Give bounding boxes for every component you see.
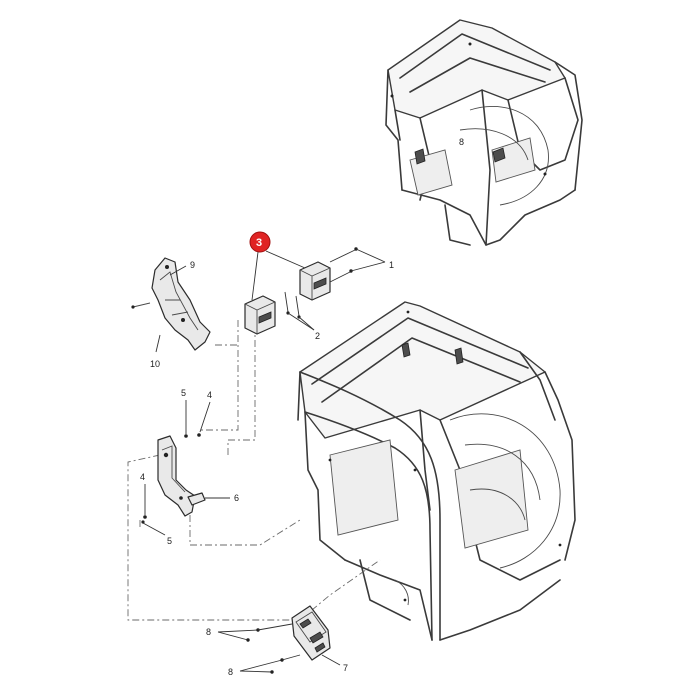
modules-part-3 <box>244 261 331 335</box>
callout-8-overview: 8 <box>459 137 464 147</box>
callout-2: 2 <box>315 331 320 341</box>
callout-4-upper: 4 <box>207 390 212 400</box>
highlight-callout-3: 3 <box>249 231 306 301</box>
callout-8-lower: 8 <box>228 667 233 677</box>
callout-8-upper: 8 <box>206 627 211 637</box>
fasteners-lower-4-5: 4 5 <box>140 472 172 546</box>
callout-6: 6 <box>234 493 239 503</box>
callout-9: 9 <box>190 260 195 270</box>
callout-7: 7 <box>343 663 348 673</box>
fasteners-upper-4-5: 5 4 <box>181 388 212 438</box>
cab-frame-overview: 8 <box>385 19 583 246</box>
bracket-part-9: 9 10 <box>131 257 211 369</box>
callout-10: 10 <box>150 359 160 369</box>
cab-frame-main <box>297 301 576 641</box>
callout-5-lower: 5 <box>167 536 172 546</box>
callout-4-lower: 4 <box>140 472 145 482</box>
screws-part-1: 1 <box>329 247 394 283</box>
bracket-part-6: 6 <box>157 435 239 517</box>
callout-5-upper: 5 <box>181 388 186 398</box>
screws-part-8: 8 8 <box>206 623 301 677</box>
pins-part-2: 2 <box>284 291 320 341</box>
module-part-7: 7 <box>291 605 348 673</box>
callout-1: 1 <box>389 260 394 270</box>
callout-3: 3 <box>256 237 262 249</box>
assembly-lines <box>127 320 381 621</box>
